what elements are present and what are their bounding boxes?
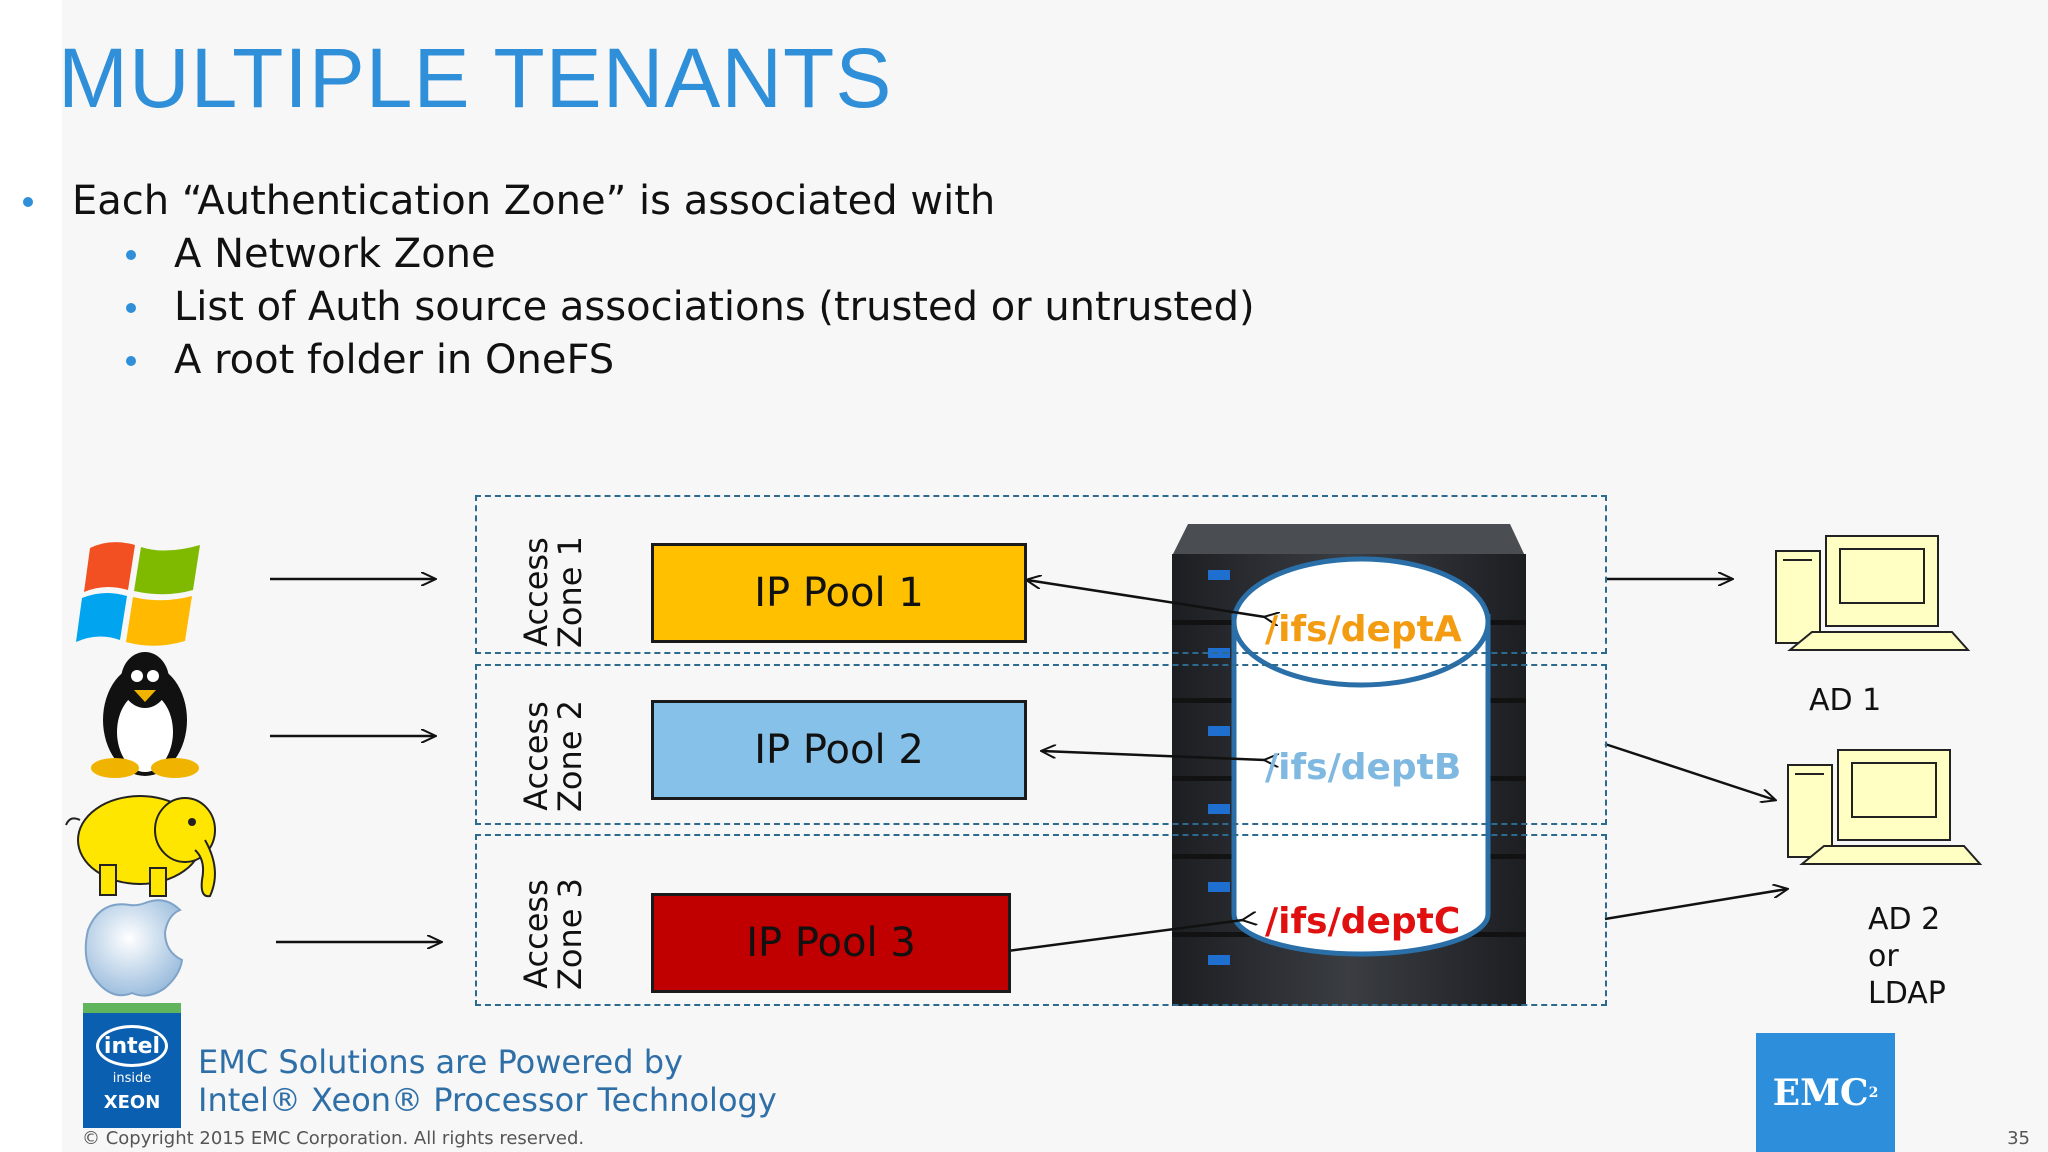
access-zone-2 (475, 664, 1607, 825)
intel-logo-text: intel (96, 1025, 168, 1067)
ad2-label-line1: AD 2 (1868, 902, 1941, 937)
emc-logo-sup: 2 (1868, 1084, 1879, 1101)
zone-3-label-line2: Zone 3 (551, 878, 589, 990)
intel-xeon-text: XEON (103, 1092, 161, 1113)
zone-1-label: Access Zone 1 (493, 527, 613, 657)
zone-3-label-line1: Access (517, 879, 555, 989)
footer-line-2: Intel® Xeon® Processor Technology (198, 1081, 777, 1119)
slide-title: MULTIPLE TENANTS (58, 31, 893, 125)
windows-logo-icon (76, 542, 200, 646)
ad2-label: AD 2 or LDAP (1868, 901, 1946, 1012)
ad2-computer-icon (1787, 749, 1983, 865)
access-zone-3 (475, 834, 1607, 1006)
bullet-dot (126, 356, 136, 366)
bullet-dot (126, 303, 136, 313)
copyright: © Copyright 2015 EMC Corporation. All ri… (82, 1128, 585, 1149)
zone-1-label-line1: Access (517, 537, 555, 647)
ip-pool-3: IP Pool 3 (651, 893, 1011, 993)
intel-xeon-logo: intel inside XEON (83, 1003, 181, 1128)
hadoop-elephant-icon (65, 795, 216, 898)
ad2-label-line2: or (1868, 939, 1899, 974)
bullet-sub-1: A Network Zone (174, 231, 496, 277)
bullet-dot (23, 197, 33, 207)
footer-line-1: EMC Solutions are Powered by (198, 1043, 683, 1081)
footer-powered-by: EMC Solutions are Powered by Intel® Xeon… (198, 1043, 777, 1119)
path-deptB: /ifs/deptB (1265, 747, 1462, 788)
path-deptC: /ifs/deptC (1265, 901, 1461, 942)
ad1-label: AD 1 (1809, 683, 1882, 718)
zone-2-label-line1: Access (517, 701, 555, 811)
bullet-sub-2: List of Auth source associations (truste… (174, 284, 1255, 330)
emc-logo-text: EMC (1772, 1071, 1869, 1114)
zone-2-label-line2: Zone 2 (551, 700, 589, 812)
ip-pool-1: IP Pool 1 (651, 543, 1027, 643)
path-deptA: /ifs/deptA (1265, 609, 1462, 650)
zone-3-label: Access Zone 3 (493, 869, 613, 999)
linux-tux-icon (91, 652, 199, 778)
arrow-pool1-deptA (1027, 580, 1265, 617)
bullet-sub-3: A root folder in OneFS (174, 337, 615, 383)
ad1-computer-icon (1775, 535, 1971, 651)
bullet-dot (126, 250, 136, 260)
zone-2-label: Access Zone 2 (493, 691, 613, 821)
ad2-label-line3: LDAP (1868, 976, 1946, 1011)
apple-logo-icon (84, 899, 184, 997)
page-number: 35 (2007, 1128, 2030, 1149)
access-zone-1 (475, 495, 1607, 654)
ip-pool-2: IP Pool 2 (651, 700, 1027, 800)
bullet-main: Each “Authentication Zone” is associated… (72, 178, 996, 224)
arrow-zone2-ad2 (1604, 742, 1775, 800)
arrow-zone3-ad2 (1604, 889, 1787, 921)
arrow-pool2-deptB (1042, 751, 1265, 760)
intel-inside-text: inside (112, 1071, 152, 1086)
zone-1-label-line2: Zone 1 (551, 536, 589, 648)
